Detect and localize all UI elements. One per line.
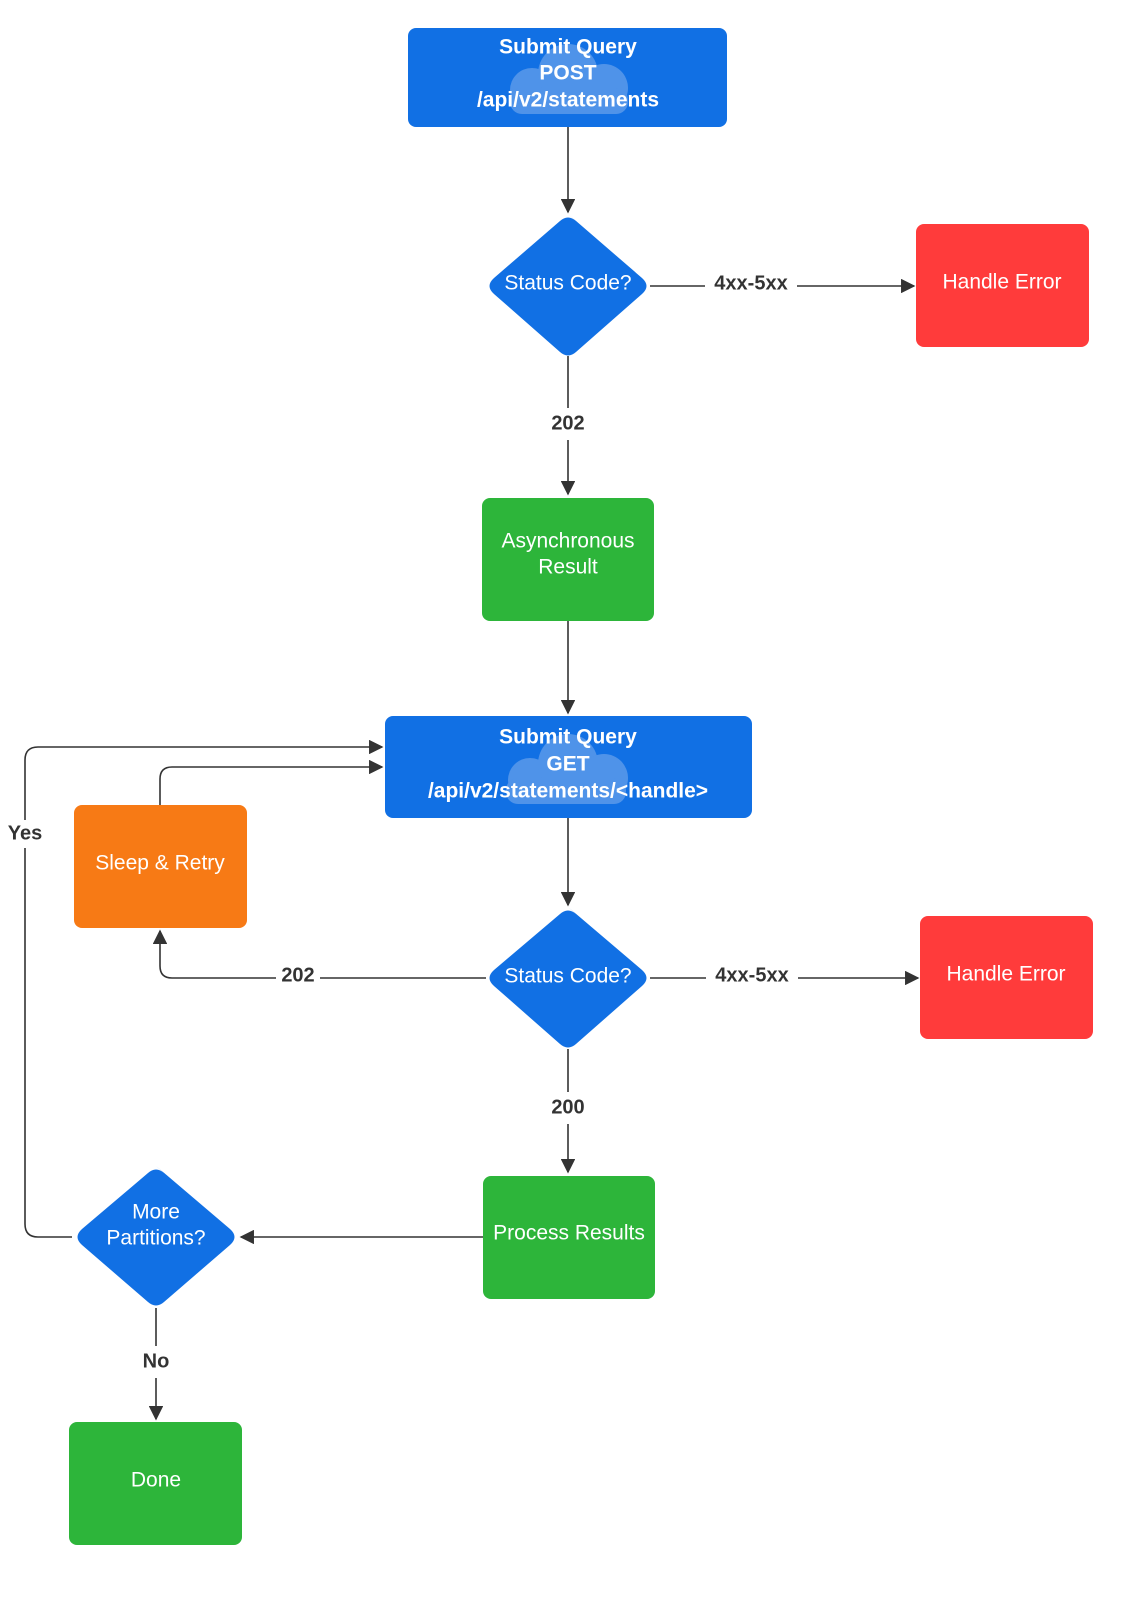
node-process-results: Process Results (483, 1176, 655, 1299)
node-asynchronous-result: Asynchronous Result (482, 498, 654, 621)
node-shape (920, 916, 1093, 1039)
edge-label-bg (706, 963, 798, 989)
node-line: /api/v2/statements/<handle> (428, 780, 708, 803)
cloud-icon (510, 44, 628, 114)
node-shape (483, 1176, 655, 1299)
node-line: GET (546, 753, 589, 776)
node-label: Done (131, 1469, 181, 1492)
node-status-code-2: Status Code? (489, 907, 647, 1048)
node-submit-query-post: Submit Query POST /api/v2/statements (408, 28, 727, 127)
node-line: Submit Query (499, 726, 637, 749)
node-more-partitions: More Partitions? (77, 1166, 235, 1306)
node-line: Result (538, 556, 598, 579)
edge-label-bg (2, 820, 48, 848)
node-label: Status Code? (504, 965, 631, 988)
edge-label-bg (705, 271, 797, 297)
edge-label-status1-202: 202 (551, 412, 584, 434)
node-status-code-1: Status Code? (489, 214, 647, 356)
node-shape (69, 1422, 242, 1545)
node-line: POST (539, 62, 596, 85)
edge-status2-to-sleep (152, 929, 486, 979)
node-handle-error-2: Handle Error (920, 916, 1093, 1039)
node-line: Submit Query (499, 36, 637, 59)
node-line: Asynchronous (501, 530, 634, 553)
node-label: Handle Error (946, 963, 1065, 986)
node-submit-query-get: Submit Query GET /api/v2/statements/<han… (385, 716, 752, 818)
decision-diamond (77, 1166, 235, 1306)
edge-more-yes-to-get (24, 739, 384, 1238)
node-sleep-retry: Sleep & Retry (74, 805, 247, 928)
node-label: Status Code? (504, 272, 631, 295)
decision-diamond (489, 907, 647, 1048)
node-line: Partitions? (106, 1227, 205, 1250)
node-line: More (132, 1201, 180, 1224)
cloud-icon (506, 734, 628, 804)
edge-label-status2-202: 202 (281, 964, 314, 986)
node-handle-error-1: Handle Error (916, 224, 1089, 347)
edge-sleep-to-get (159, 759, 384, 805)
edge-label-status1-error: 4xx-5xx (714, 272, 787, 294)
edge-label-more-no: No (143, 1350, 170, 1372)
node-shape (74, 805, 247, 928)
node-label: Process Results (493, 1222, 645, 1245)
decision-diamond (489, 214, 647, 356)
node-shape (482, 498, 654, 621)
edge-label-bg (276, 963, 320, 989)
node-line: /api/v2/statements (477, 89, 659, 112)
edge-label-more-yes: Yes (8, 822, 42, 844)
edge-label-status2-error: 4xx-5xx (715, 964, 788, 986)
node-label: Handle Error (942, 271, 1061, 294)
edge-label-status2-200: 200 (551, 1096, 584, 1118)
node-done: Done (69, 1422, 242, 1545)
node-shape (916, 224, 1089, 347)
node-label: Sleep & Retry (95, 852, 225, 875)
